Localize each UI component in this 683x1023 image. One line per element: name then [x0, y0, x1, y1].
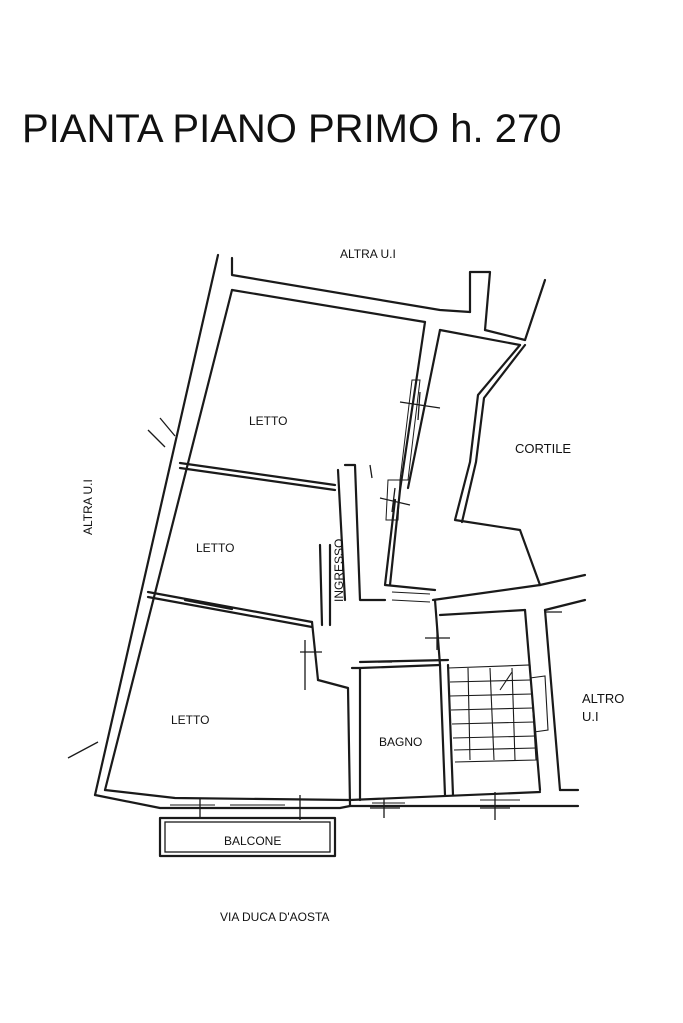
balcony-label: BALCONE [224, 834, 281, 848]
staircase [447, 664, 549, 763]
exterior-walls [67, 253, 587, 810]
door-markers [190, 391, 562, 820]
room-label-letto-2: LETTO [196, 541, 234, 555]
east-neighbor-label-line2: U.I [582, 709, 599, 724]
room-label-letto-1: LETTO [249, 414, 287, 428]
east-neighbor-label-line1: ALTRO [582, 691, 624, 706]
windows [170, 379, 520, 806]
entrance-label: INGRESSO [332, 539, 346, 602]
street-label: VIA DUCA D'AOSTA [220, 910, 329, 924]
room-label-bagno: BAGNO [379, 735, 422, 749]
courtyard-label: CORTILE [515, 441, 571, 456]
balcony [158, 816, 337, 858]
plan-title: PIANTA PIANO PRIMO h. 270 [22, 107, 561, 151]
room-label-letto-3: LETTO [171, 713, 209, 727]
north-neighbor-label: ALTRA U.I [340, 247, 396, 261]
interior-walls [146, 320, 455, 807]
west-neighbor-label: ALTRA U.I [81, 479, 95, 535]
